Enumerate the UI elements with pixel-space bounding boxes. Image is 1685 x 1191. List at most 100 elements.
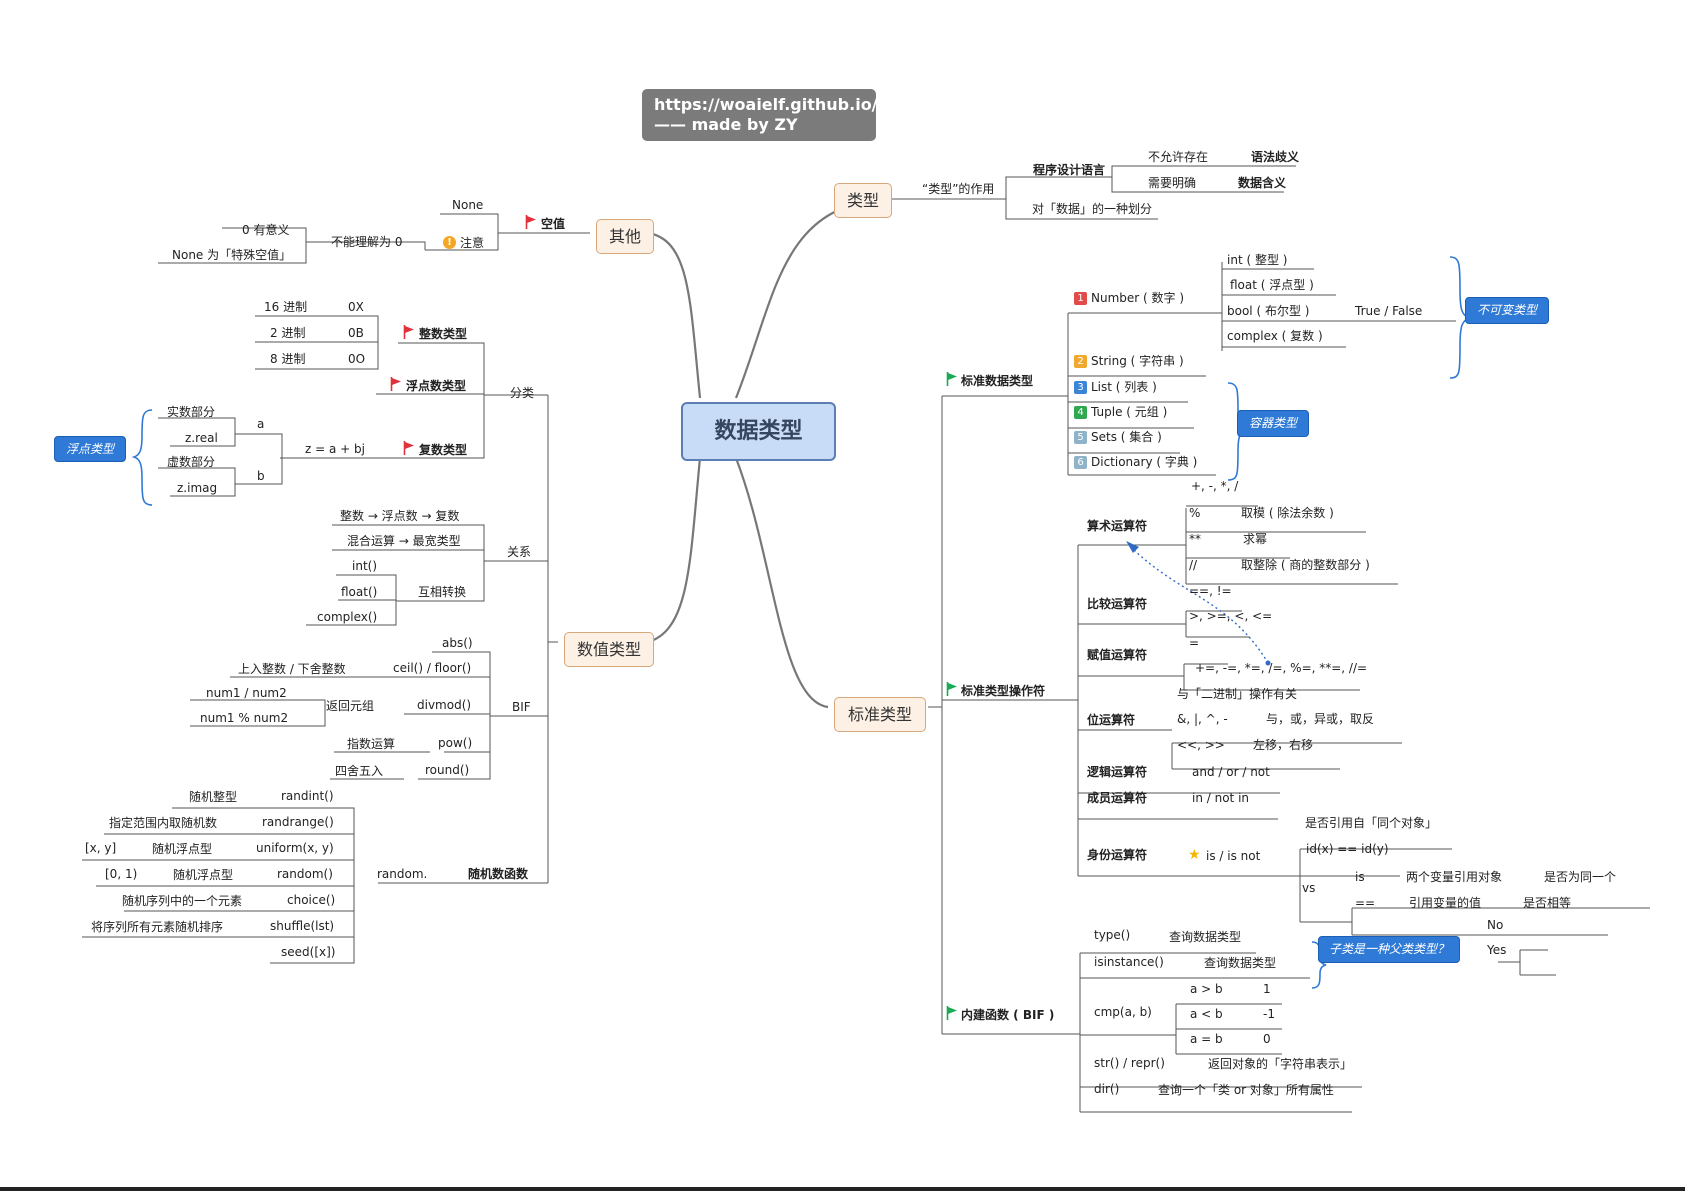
label-pow-op-d: 求幂 [1243,532,1268,546]
label-eq: ==, != [1189,584,1232,598]
label-dict: Dictionary ( 字典 ) [1091,455,1198,469]
label-mod: % [1189,506,1201,520]
badge-6-icon: 6 [1074,456,1087,469]
label-yufaqiyi: 语法歧义 [1251,150,1300,164]
label-list: List ( 列表 ) [1091,380,1157,394]
label-fuzhi: 赋值运算符 [1087,648,1148,662]
label-chengyuan-v: in / not in [1192,791,1250,805]
label-string: String ( 字符串 ) [1091,354,1184,368]
label-oct: 8 进制 [270,352,306,366]
label-idx: id(x) == id(y) [1306,842,1389,856]
badge-4-icon: 4 [1074,406,1087,419]
label-zuoyong: “类型”的作用 [922,182,995,196]
label-chengxu: 程序设计语言 [1033,163,1106,177]
callout-rongqi: 容器类型 [1237,410,1309,437]
label-mod-d: 取模 ( 除法余数 ) [1241,506,1334,520]
label-tongyi: 是否引用自「同个对象」 [1305,816,1438,830]
flag-green-icon [946,372,957,386]
label-randint: randint() [281,789,334,803]
label-random: random. [377,867,428,881]
callout-zilei: 子类是一种父类类型？ [1318,936,1460,963]
label-float: float() [341,585,378,599]
label-number: Number ( 数字 ) [1091,291,1185,305]
label-fudian: 浮点数类型 [406,379,467,393]
label-uniform-d: 随机浮点型 [152,842,213,856]
label-shuffle: shuffle(lst) [270,919,335,933]
warning-icon: ! [443,236,456,249]
label-r1: 整数 → 浮点数 → 复数 [340,509,460,523]
label-eqeq-r: 是否相等 [1523,896,1572,910]
label-bool: bool ( 布尔型 ) [1227,304,1310,318]
label-vs: vs [1302,881,1316,895]
topic-leixing[interactable]: 类型 [834,183,892,218]
label-cmp: >, >=, <, <= [1189,609,1273,623]
label-seed: seed([x]) [281,945,336,959]
label-aeb: a = b [1190,1032,1223,1046]
label-no: No [1487,918,1504,932]
label-floordiv-d: 取整除 ( 商的整数部分 ) [1241,558,1370,572]
label-uniform: uniform(x, y) [256,841,334,855]
label-randint-d: 随机整型 [189,790,238,804]
label-truefalse: True / False [1355,304,1423,318]
flag-red-icon [403,441,414,455]
label-zreal: z.real [185,431,218,445]
topic-shuzhi[interactable]: 数值类型 [564,632,654,667]
label-alb: a < b [1190,1007,1223,1021]
label-xushu: 虚数部分 [167,455,216,469]
label-bunengli: 不能理解为 0 [331,235,403,249]
label-yes: Yes [1487,943,1507,957]
label-agb-v: 1 [1263,982,1271,996]
flag-green-icon [946,1006,957,1020]
label-int-type: int ( 整型 ) [1227,253,1288,267]
label-shift-d: 左移，右移 [1253,738,1314,752]
badge-5-icon: 5 [1074,431,1087,444]
label-rand-d: 随机浮点型 [173,868,234,882]
callout-bukebian: 不可变类型 [1465,297,1549,324]
credit-text: —— made by ZY [654,115,798,134]
author-banner: https://woaielf.github.io/ —— made by ZY [642,89,878,141]
topic-qita[interactable]: 其他 [596,219,654,254]
label-bin: 2 进制 [270,326,306,340]
label-zhuyi: 注意 [460,236,485,250]
label-n2: num1 % num2 [200,711,289,725]
label-luoji: 逻辑运算符 [1087,765,1148,779]
label-xuyao: 需要明确 [1148,176,1197,190]
label-caozuofu: 标准类型操作符 [961,684,1046,698]
label-zhengshu: 整数类型 [419,327,468,341]
label-pow-d: 指数运算 [347,737,396,751]
label-ceil-d: 上入整数 / 下舍整数 [238,662,346,676]
label-youyiyi: 0 有意义 [242,223,290,237]
label-rand: random() [277,867,333,881]
label-assign: = [1189,636,1200,650]
label-is-r: 是否为同一个 [1544,870,1617,884]
label-eqeq-d: 引用变量的值 [1409,896,1482,910]
label-bijiao: 比较运算符 [1087,597,1148,611]
label-complex-type: complex ( 复数 ) [1227,329,1323,343]
label-round-d: 四舍五入 [335,764,384,778]
label-shuffle-d: 将序列所有元素随机排序 [91,920,224,934]
label-oct-v: 0O [348,352,366,366]
label-dir-d: 查询一个「类 or 对象」所有属性 [1158,1083,1334,1097]
label-bin-v: 0B [348,326,364,340]
label-chengyuan: 成员运算符 [1087,791,1148,805]
label-eqeq: == [1355,896,1376,910]
badge-2-icon: 2 [1074,355,1087,368]
label-huxiang: 互相转换 [418,585,467,599]
label-uniform-r: [x, y] [85,841,117,855]
flag-red-icon [390,377,401,391]
label-shenfen: 身份运算符 [1087,848,1148,862]
badge-1-icon: 1 [1074,292,1087,305]
label-isinstance: isinstance() [1094,955,1164,969]
label-b: b [257,469,265,483]
label-shujuhanyi: 数据含义 [1238,176,1287,190]
topic-biaozhun[interactable]: 标准类型 [834,697,926,732]
label-assign2: +=, -=, *=, /=, %=, **=, //= [1195,661,1368,675]
label-alb-v: -1 [1263,1007,1275,1021]
flag-green-icon [946,682,957,696]
callout-fudian: 浮点类型 [54,436,126,462]
label-r2: 混合运算 → 最宽类型 [347,534,461,548]
badge-3-icon: 3 [1074,381,1087,394]
central-topic[interactable]: 数据类型 [681,402,836,461]
